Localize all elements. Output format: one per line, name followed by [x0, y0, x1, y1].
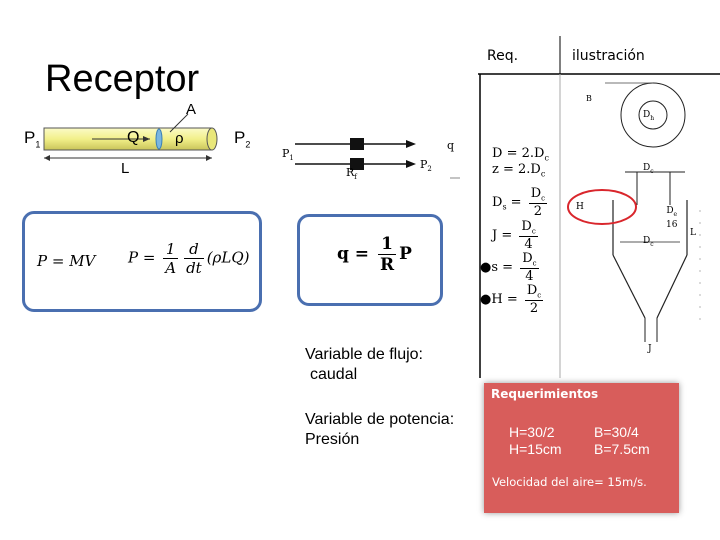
pipe-rho-label: ρ [175, 130, 184, 147]
illustration-column-header: ilustración [572, 48, 645, 64]
requirement-b-value: B=7.5cm [594, 441, 650, 457]
requirements-header: Requerimientos [491, 387, 599, 401]
flow-variable-label: Variable de flujo: caudal [305, 346, 423, 383]
equation-p-mv: P = MV [37, 252, 96, 270]
diagram-label-l: L [690, 228, 696, 238]
pipe-diagram [43, 113, 218, 161]
formula-d: D = 2.Dc [492, 146, 549, 163]
diagram-label-h: H [576, 202, 584, 212]
cyclone-illustration [567, 82, 701, 342]
resistance-equation-box [297, 214, 443, 306]
resistor-q-label: q [447, 139, 455, 152]
diagram-label-dh: Dh [643, 110, 655, 122]
requirement-air-speed: Velocidad del aire= 15m/s. [492, 475, 647, 489]
resistor-p1-label: P1 [282, 147, 294, 163]
pipe-p1-label: P1 [24, 128, 41, 150]
pipe-area-label: A [186, 101, 197, 118]
resistor-rf-label: Rf [346, 166, 357, 182]
slide-title: Receptor [45, 58, 200, 100]
table-grid [478, 36, 720, 378]
req-column-header: Req. [487, 48, 519, 64]
diagram-label-dc-top: Dc [643, 163, 654, 175]
pipe-length-label: L [121, 160, 130, 177]
pipe-q-label: Q [127, 129, 140, 146]
resistor-p2-label: P2 [420, 158, 432, 174]
requirement-h-value: H=15cm [509, 441, 562, 457]
formula-z: z = 2.Dc [492, 162, 546, 179]
requirements-panel [484, 383, 679, 513]
power-variable-label: Variable de potencia: Presión [305, 411, 455, 448]
inertia-equation-box [22, 211, 262, 312]
requirement-h-ratio: H=30/2 [509, 424, 555, 440]
pipe-p2-label: P2 [234, 128, 251, 150]
diagram-label-b: B [586, 94, 592, 103]
diagram-label-j: J [648, 344, 652, 354]
resistor-diagram [295, 138, 460, 179]
requirement-b-ratio: B=30/4 [594, 424, 639, 440]
diagram-label-dc-bottom: Dc [643, 236, 654, 248]
